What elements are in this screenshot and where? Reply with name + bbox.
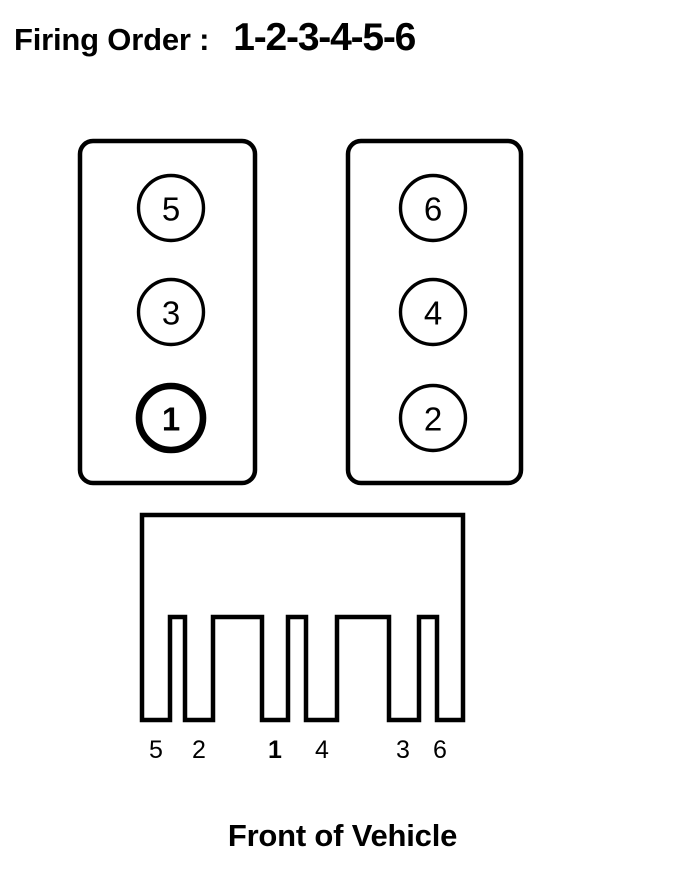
cylinder-2-label: 2: [424, 401, 442, 438]
cylinder-1-circle: [135, 382, 207, 454]
coil-pack-outline: [139, 512, 466, 723]
cylinder-4[interactable]: 4: [398, 277, 468, 347]
left-bank: 5 3 1: [77, 138, 258, 486]
firing-order-label: Firing Order :: [14, 22, 210, 57]
cylinder-6-circle: [398, 173, 468, 243]
cylinder-2-circle: [398, 383, 468, 453]
terminal-label-1: 1: [268, 736, 282, 764]
cylinder-1-label: 1: [162, 401, 180, 438]
terminal-label-3: 3: [396, 736, 410, 764]
cylinder-5-circle: [136, 173, 206, 243]
cylinder-3-circle: [136, 277, 206, 347]
terminal-label-6: 6: [433, 736, 447, 764]
cylinder-5-label: 5: [162, 191, 180, 228]
coil-terminal-labels: 5 2 1 4 3 6: [149, 736, 447, 764]
cylinder-1[interactable]: 1: [135, 382, 207, 454]
title-row: Firing Order : 1-2-3-4-5-6: [14, 16, 654, 76]
terminal-label-4: 4: [315, 736, 329, 764]
cylinder-5[interactable]: 5: [136, 173, 206, 243]
cylinder-2[interactable]: 2: [398, 383, 468, 453]
cylinder-6[interactable]: 6: [398, 173, 468, 243]
cylinder-6-label: 6: [424, 191, 442, 228]
cylinder-3[interactable]: 3: [136, 277, 206, 347]
right-bank: 6 4 2: [345, 138, 524, 486]
terminal-label-5: 5: [149, 736, 163, 764]
front-of-vehicle-caption: Front of Vehicle: [227, 818, 458, 853]
firing-order-value: 1-2-3-4-5-6: [233, 16, 416, 59]
cylinder-3-label: 3: [162, 295, 180, 332]
cylinder-4-circle: [398, 277, 468, 347]
coil-pack[interactable]: [139, 512, 466, 723]
cylinder-4-label: 4: [424, 295, 442, 332]
terminal-label-2: 2: [192, 736, 206, 764]
